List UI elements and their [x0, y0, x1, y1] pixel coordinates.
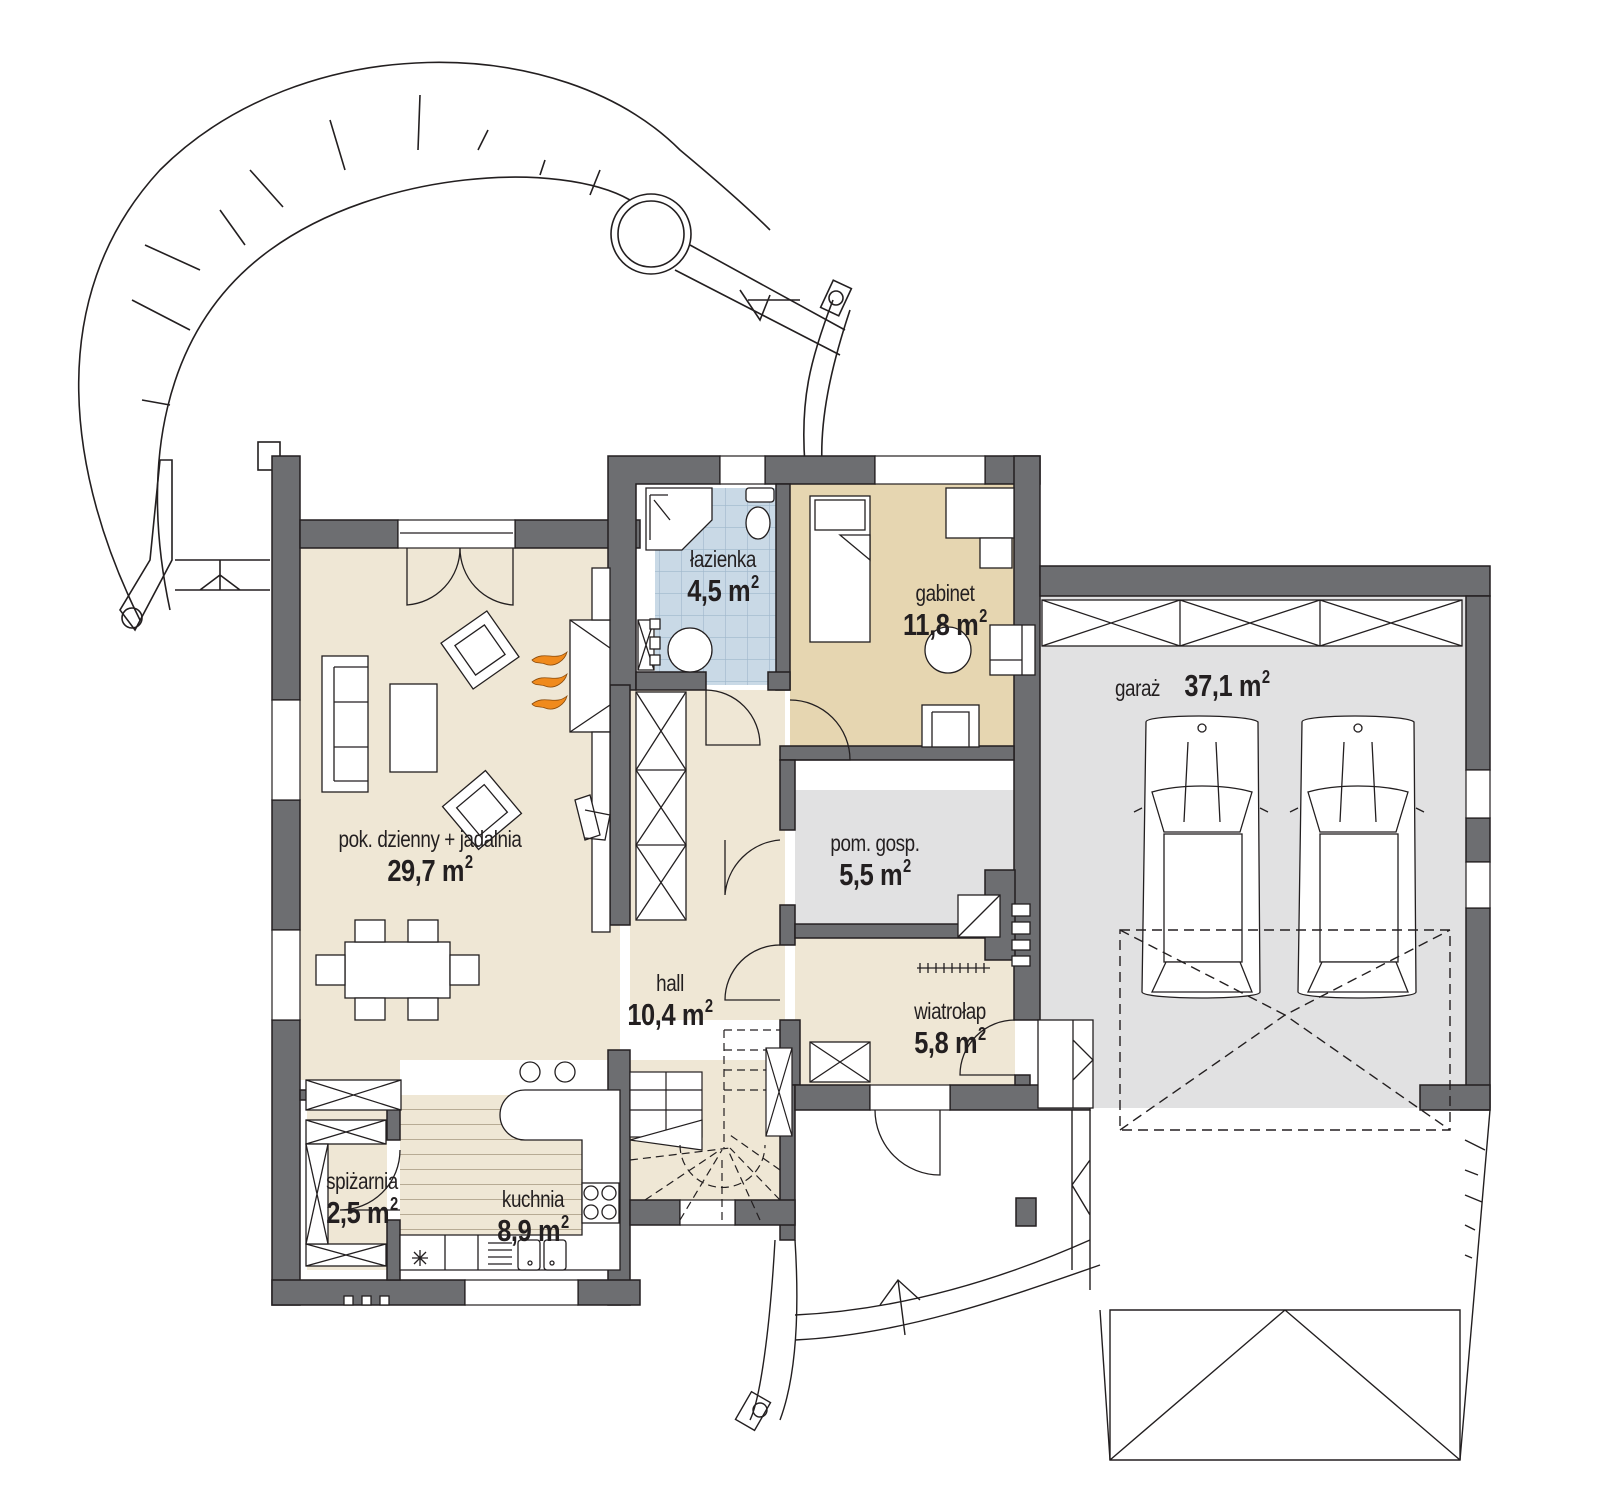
room-name: garaż — [1114, 675, 1161, 701]
door-swings — [339, 547, 1016, 1211]
desk — [945, 487, 1015, 539]
room-area: 37,1 m2 — [1184, 667, 1270, 703]
car-icon — [1133, 715, 1425, 999]
room-name: wiatrołap — [914, 998, 986, 1024]
room-label-study: gabinet 11,8 m2 — [870, 580, 1020, 642]
fireplace — [569, 619, 611, 733]
dining-table — [344, 941, 451, 999]
room-label-vestibule: wiatrołap 5,8 m2 — [885, 998, 1015, 1060]
garage-door-swing — [1119, 929, 1451, 1131]
room-label-bathroom: łazienka 4,5 m2 — [668, 546, 778, 608]
room-area: 11,8 m2 — [903, 606, 987, 642]
room-area: 5,5 m2 — [839, 856, 911, 892]
furniture — [305, 487, 1463, 1306]
staircase-icon — [629, 1029, 793, 1221]
room-name: łazienka — [690, 546, 756, 572]
room-area: 4,5 m2 — [687, 572, 759, 608]
toilet-icon — [745, 506, 771, 540]
washbasin-icon — [667, 627, 713, 673]
driveway-outline — [734, 1109, 1491, 1461]
cooktop-icon — [581, 1182, 620, 1224]
room-label-living-dining: pok. dzienny + jadalnia 29,7 m2 — [300, 826, 560, 888]
room-label-pantry: spiżarnia 2,5 m2 — [312, 1168, 412, 1230]
room-name: kuchnia — [501, 1186, 565, 1212]
room-label-garage: garaż 37,1 m2 — [1110, 667, 1320, 703]
room-area: 5,8 m2 — [914, 1024, 986, 1060]
round-table — [924, 626, 972, 674]
room-label-utility: pom. gosp. 5,5 m2 — [810, 830, 940, 892]
room-name: pom. gosp. — [830, 830, 920, 856]
openings — [271, 455, 1491, 1306]
sink-icon — [488, 1239, 567, 1271]
shower-icon — [645, 487, 713, 551]
room-name: pok. dzienny + jadalnia — [338, 826, 522, 852]
room-name: spiżarnia — [326, 1168, 398, 1194]
room-area: 2,5 m2 — [326, 1194, 398, 1230]
room-label-hall: hall 10,4 m2 — [610, 970, 730, 1032]
room-area: 8,9 m2 — [497, 1212, 569, 1248]
room-name: hall — [656, 970, 684, 996]
fireplace-flame-icon — [531, 650, 568, 710]
terrace-outline — [77, 61, 853, 632]
chimney-vents — [343, 618, 1031, 1306]
wardrobe-cabinets — [305, 599, 1463, 1267]
room-name: gabinet — [915, 580, 975, 606]
room-label-kitchen: kuchnia 8,9 m2 — [478, 1186, 588, 1248]
sofa — [321, 655, 369, 793]
coffee-table — [389, 683, 438, 773]
fridge-icon — [412, 1250, 428, 1266]
room-area: 10,4 m2 — [627, 996, 713, 1032]
room-area: 29,7 m2 — [387, 852, 473, 888]
